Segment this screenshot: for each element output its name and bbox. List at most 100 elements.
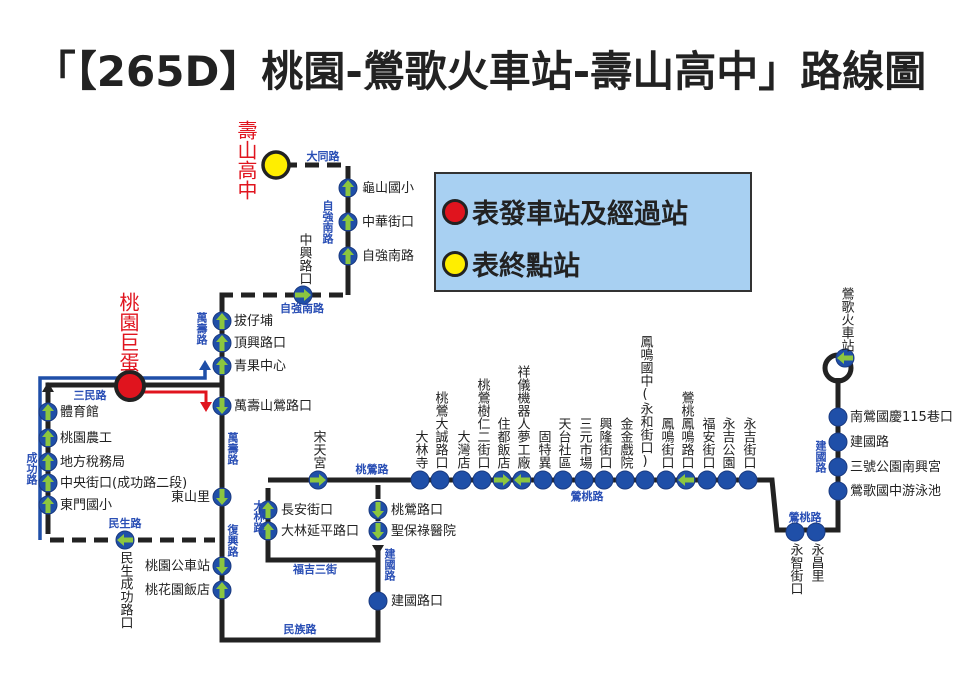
stop-marker[interactable] bbox=[533, 470, 553, 490]
arrow-right-icon bbox=[295, 289, 311, 301]
main-stop-label: 大林寺 bbox=[412, 430, 428, 469]
down-arrow-icon bbox=[372, 545, 384, 555]
stop-label: 建國路口 bbox=[391, 593, 444, 609]
stop-marker-arrow[interactable] bbox=[338, 212, 358, 232]
up-arrow-icon bbox=[42, 382, 54, 392]
main-stop-label: 大灣店 bbox=[454, 430, 470, 469]
stop-marker[interactable] bbox=[410, 470, 430, 490]
stop-marker-arrow[interactable] bbox=[212, 556, 232, 576]
red-arrow-icon bbox=[200, 402, 212, 412]
main-stop-label: 住都飯店 bbox=[494, 417, 510, 469]
main-stop-label: 桃鶯大誠路口 bbox=[432, 391, 448, 469]
stop-marker-arrow[interactable] bbox=[293, 285, 313, 305]
page-title: 「【265D】桃園-鶯歌火車站-壽山高中」路線圖 bbox=[33, 47, 927, 96]
arrow-left-icon bbox=[837, 352, 853, 364]
stop-marker[interactable] bbox=[368, 591, 388, 611]
stop-marker[interactable] bbox=[697, 470, 717, 490]
arrow-up-icon bbox=[342, 180, 354, 196]
stop-markers bbox=[38, 178, 855, 611]
road-label: 民生路 bbox=[108, 517, 142, 530]
stop-marker[interactable] bbox=[806, 522, 826, 542]
stop-marker-arrow[interactable] bbox=[676, 470, 696, 490]
terminal-label-shoushan: 壽山高中 bbox=[234, 120, 258, 200]
stop-marker[interactable] bbox=[615, 470, 635, 490]
legend-label: 表發車站及經過站 bbox=[472, 199, 688, 230]
arrow-up-icon bbox=[42, 454, 54, 470]
arrow-up-icon bbox=[342, 214, 354, 230]
arrow-left-icon bbox=[678, 474, 694, 486]
blue-arrow-icon bbox=[199, 360, 211, 370]
stop-marker-arrow[interactable] bbox=[308, 470, 328, 490]
stop-marker-arrow[interactable] bbox=[212, 487, 232, 507]
stop-marker-arrow[interactable] bbox=[492, 470, 512, 490]
stop-marker[interactable] bbox=[472, 470, 492, 490]
stop-marker-arrow[interactable] bbox=[38, 495, 58, 515]
stop-marker[interactable] bbox=[430, 470, 450, 490]
stop-marker-arrow[interactable] bbox=[212, 396, 232, 416]
stop-marker-arrow[interactable] bbox=[212, 356, 232, 376]
stop-marker-arrow[interactable] bbox=[212, 311, 232, 331]
stop-marker-arrow[interactable] bbox=[338, 246, 358, 266]
stop-marker[interactable] bbox=[574, 470, 594, 490]
stop-marker[interactable] bbox=[738, 470, 758, 490]
stop-marker-arrow[interactable] bbox=[38, 452, 58, 472]
arrow-down-icon bbox=[216, 558, 228, 574]
road-label: 鶯桃路 bbox=[788, 511, 822, 524]
arrow-down-icon bbox=[372, 502, 384, 518]
stop-marker[interactable] bbox=[828, 457, 848, 477]
stop-marker-arrow[interactable] bbox=[338, 178, 358, 198]
stop-marker-arrow[interactable] bbox=[212, 333, 232, 353]
main-stop-label: 天台社區 bbox=[555, 417, 571, 469]
stop-marker-arrow[interactable] bbox=[835, 348, 855, 368]
stop-marker-arrow[interactable] bbox=[258, 500, 278, 520]
stop-marker-arrow[interactable] bbox=[512, 470, 532, 490]
stop-marker[interactable] bbox=[785, 522, 805, 542]
arrow-up-icon bbox=[216, 335, 228, 351]
arrow-up-icon bbox=[42, 430, 54, 446]
main-stop-label: 金金戲院 bbox=[617, 417, 633, 469]
stop-marker[interactable] bbox=[452, 470, 472, 490]
stop-marker[interactable] bbox=[717, 470, 737, 490]
road-label: 復興路 bbox=[226, 524, 239, 557]
stop-marker-arrow[interactable] bbox=[38, 402, 58, 422]
stop-marker-arrow[interactable] bbox=[368, 521, 388, 541]
stop-marker[interactable] bbox=[656, 470, 676, 490]
stop-marker-arrow[interactable] bbox=[38, 473, 58, 493]
stop-label: 鶯歌國中游泳池 bbox=[850, 483, 942, 499]
stop-marker[interactable] bbox=[594, 470, 614, 490]
stop-label: 頂興路口 bbox=[234, 335, 287, 351]
stop-marker[interactable] bbox=[828, 481, 848, 501]
stop-label: 桃園農工 bbox=[60, 430, 113, 446]
terminal-shoushan-marker bbox=[261, 150, 291, 180]
arrow-up-icon bbox=[262, 502, 274, 518]
arrow-up-icon bbox=[262, 523, 274, 539]
stop-marker-arrow[interactable] bbox=[258, 521, 278, 541]
stop-marker[interactable] bbox=[828, 432, 848, 452]
stop-label: 地方稅務局 bbox=[60, 454, 126, 470]
road-label: 建國路 bbox=[383, 548, 396, 581]
stop-label: 南鶯國慶115巷口 bbox=[850, 409, 953, 425]
stop-marker[interactable] bbox=[553, 470, 573, 490]
stop-label: 自強南路 bbox=[362, 248, 415, 264]
stop-marker-arrow[interactable] bbox=[115, 530, 135, 550]
main-stop-label: 桃鶯樹仁二街口 bbox=[474, 378, 490, 469]
stop-label: 萬壽山鶯路口 bbox=[234, 398, 313, 414]
stop-marker-arrow[interactable] bbox=[212, 580, 232, 600]
road-label: 萬壽路 bbox=[195, 312, 208, 345]
stop-label: 拔仔埔 bbox=[234, 313, 274, 329]
arrow-right-icon bbox=[494, 474, 510, 486]
road-label: 大同路 bbox=[306, 150, 340, 163]
arrow-up-icon bbox=[216, 582, 228, 598]
arrow-left-icon bbox=[117, 534, 133, 546]
stop-marker-arrow[interactable] bbox=[368, 500, 388, 520]
arrow-up-icon bbox=[42, 404, 54, 420]
stop-marker[interactable] bbox=[635, 470, 655, 490]
stop-marker[interactable] bbox=[828, 407, 848, 427]
stop-label: 體育館 bbox=[60, 404, 100, 420]
stop-marker-arrow[interactable] bbox=[38, 428, 58, 448]
arrow-up-icon bbox=[342, 248, 354, 264]
yellow-dot-icon bbox=[442, 250, 468, 277]
stop-label: 建國路 bbox=[850, 434, 890, 450]
arrow-right-icon bbox=[310, 474, 326, 486]
road-label: 成功路 bbox=[25, 452, 38, 485]
